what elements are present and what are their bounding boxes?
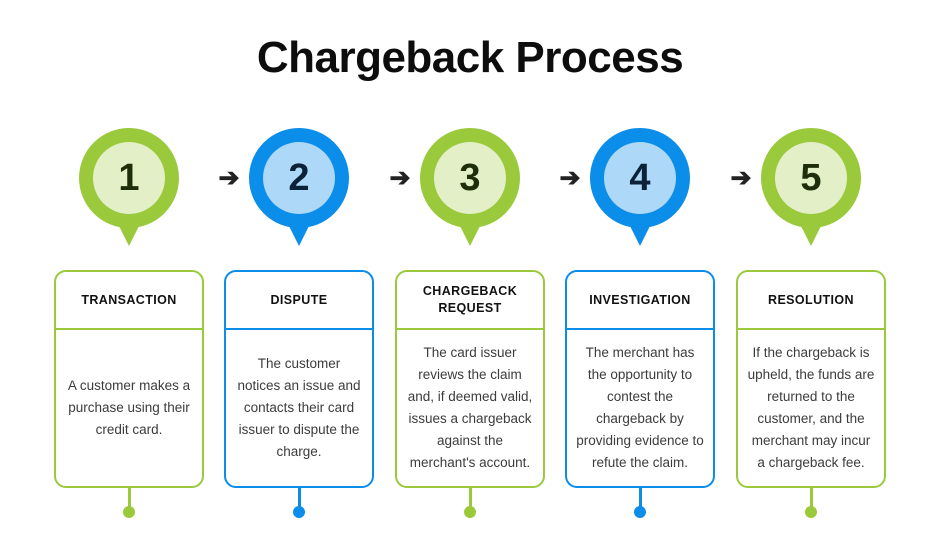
step-pin-row: 1 ➔ 2 ➔ 3 ➔ 4 ➔ 5 xyxy=(54,128,886,258)
pin-circle-5[interactable]: 5 xyxy=(761,128,861,228)
arrow-right-icon-1: ➔ xyxy=(218,164,240,192)
step-card-3-header: CHARGEBACK REQUEST xyxy=(397,272,543,330)
stem-dot-3 xyxy=(464,506,476,518)
step-card-1-body: A customer makes a purchase using their … xyxy=(67,378,191,437)
step-stem-3 xyxy=(395,488,545,528)
step-pin-5[interactable]: 5 xyxy=(736,128,886,258)
step-pin-1[interactable]: 1 xyxy=(54,128,204,258)
stem-dot-2 xyxy=(293,506,305,518)
step-stem-4 xyxy=(565,488,715,528)
pin-number-3: 3 xyxy=(434,142,506,214)
step-card-4-header: INVESTIGATION xyxy=(567,272,713,330)
step-card-5[interactable]: RESOLUTION If the chargeback is upheld, … xyxy=(736,270,886,488)
page-title: Chargeback Process xyxy=(256,33,684,82)
step-card-2-body: The customer notices an issue and contac… xyxy=(237,356,361,459)
step-card-3[interactable]: CHARGEBACK REQUEST The card issuer revie… xyxy=(395,270,545,488)
arrow-right-icon-4: ➔ xyxy=(730,164,752,192)
arrow-right-icon-3: ➔ xyxy=(559,164,581,192)
stem-line-3 xyxy=(468,488,472,510)
step-pin-3[interactable]: 3 xyxy=(395,128,545,258)
step-card-5-header: RESOLUTION xyxy=(738,272,884,330)
step-card-3-body: The card issuer reviews the claim and, i… xyxy=(407,345,533,470)
pin-circle-4[interactable]: 4 xyxy=(590,128,690,228)
pin-number-1: 1 xyxy=(93,142,165,214)
step-stem-row xyxy=(54,488,886,528)
step-card-5-body: If the chargeback is upheld, the funds a… xyxy=(747,345,875,470)
pin-number-2: 2 xyxy=(263,142,335,214)
stem-dot-5 xyxy=(805,506,817,518)
pin-number-4: 4 xyxy=(604,142,676,214)
step-stem-5 xyxy=(736,488,886,528)
stem-dot-4 xyxy=(634,506,646,518)
step-card-4-body: The merchant has the opportunity to cont… xyxy=(576,345,704,470)
step-card-1[interactable]: TRANSACTION A customer makes a purchase … xyxy=(54,270,204,488)
pin-circle-3[interactable]: 3 xyxy=(420,128,520,228)
step-stem-2 xyxy=(224,488,374,528)
step-card-1-header: TRANSACTION xyxy=(56,272,202,330)
step-pin-2[interactable]: 2 xyxy=(224,128,374,258)
step-stem-1 xyxy=(54,488,204,528)
pin-circle-2[interactable]: 2 xyxy=(249,128,349,228)
stem-line-2 xyxy=(297,488,301,510)
pin-circle-1[interactable]: 1 xyxy=(79,128,179,228)
step-card-2-header: DISPUTE xyxy=(226,272,372,330)
stem-line-4 xyxy=(638,488,642,510)
step-pin-4[interactable]: 4 xyxy=(565,128,715,258)
arrow-right-icon-2: ➔ xyxy=(389,164,411,192)
step-card-4[interactable]: INVESTIGATION The merchant has the oppor… xyxy=(565,270,715,488)
stem-dot-1 xyxy=(123,506,135,518)
pin-number-5: 5 xyxy=(775,142,847,214)
stem-line-5 xyxy=(809,488,813,510)
stem-line-1 xyxy=(127,488,131,510)
step-card-2[interactable]: DISPUTE The customer notices an issue an… xyxy=(224,270,374,488)
step-card-row: TRANSACTION A customer makes a purchase … xyxy=(54,270,886,488)
